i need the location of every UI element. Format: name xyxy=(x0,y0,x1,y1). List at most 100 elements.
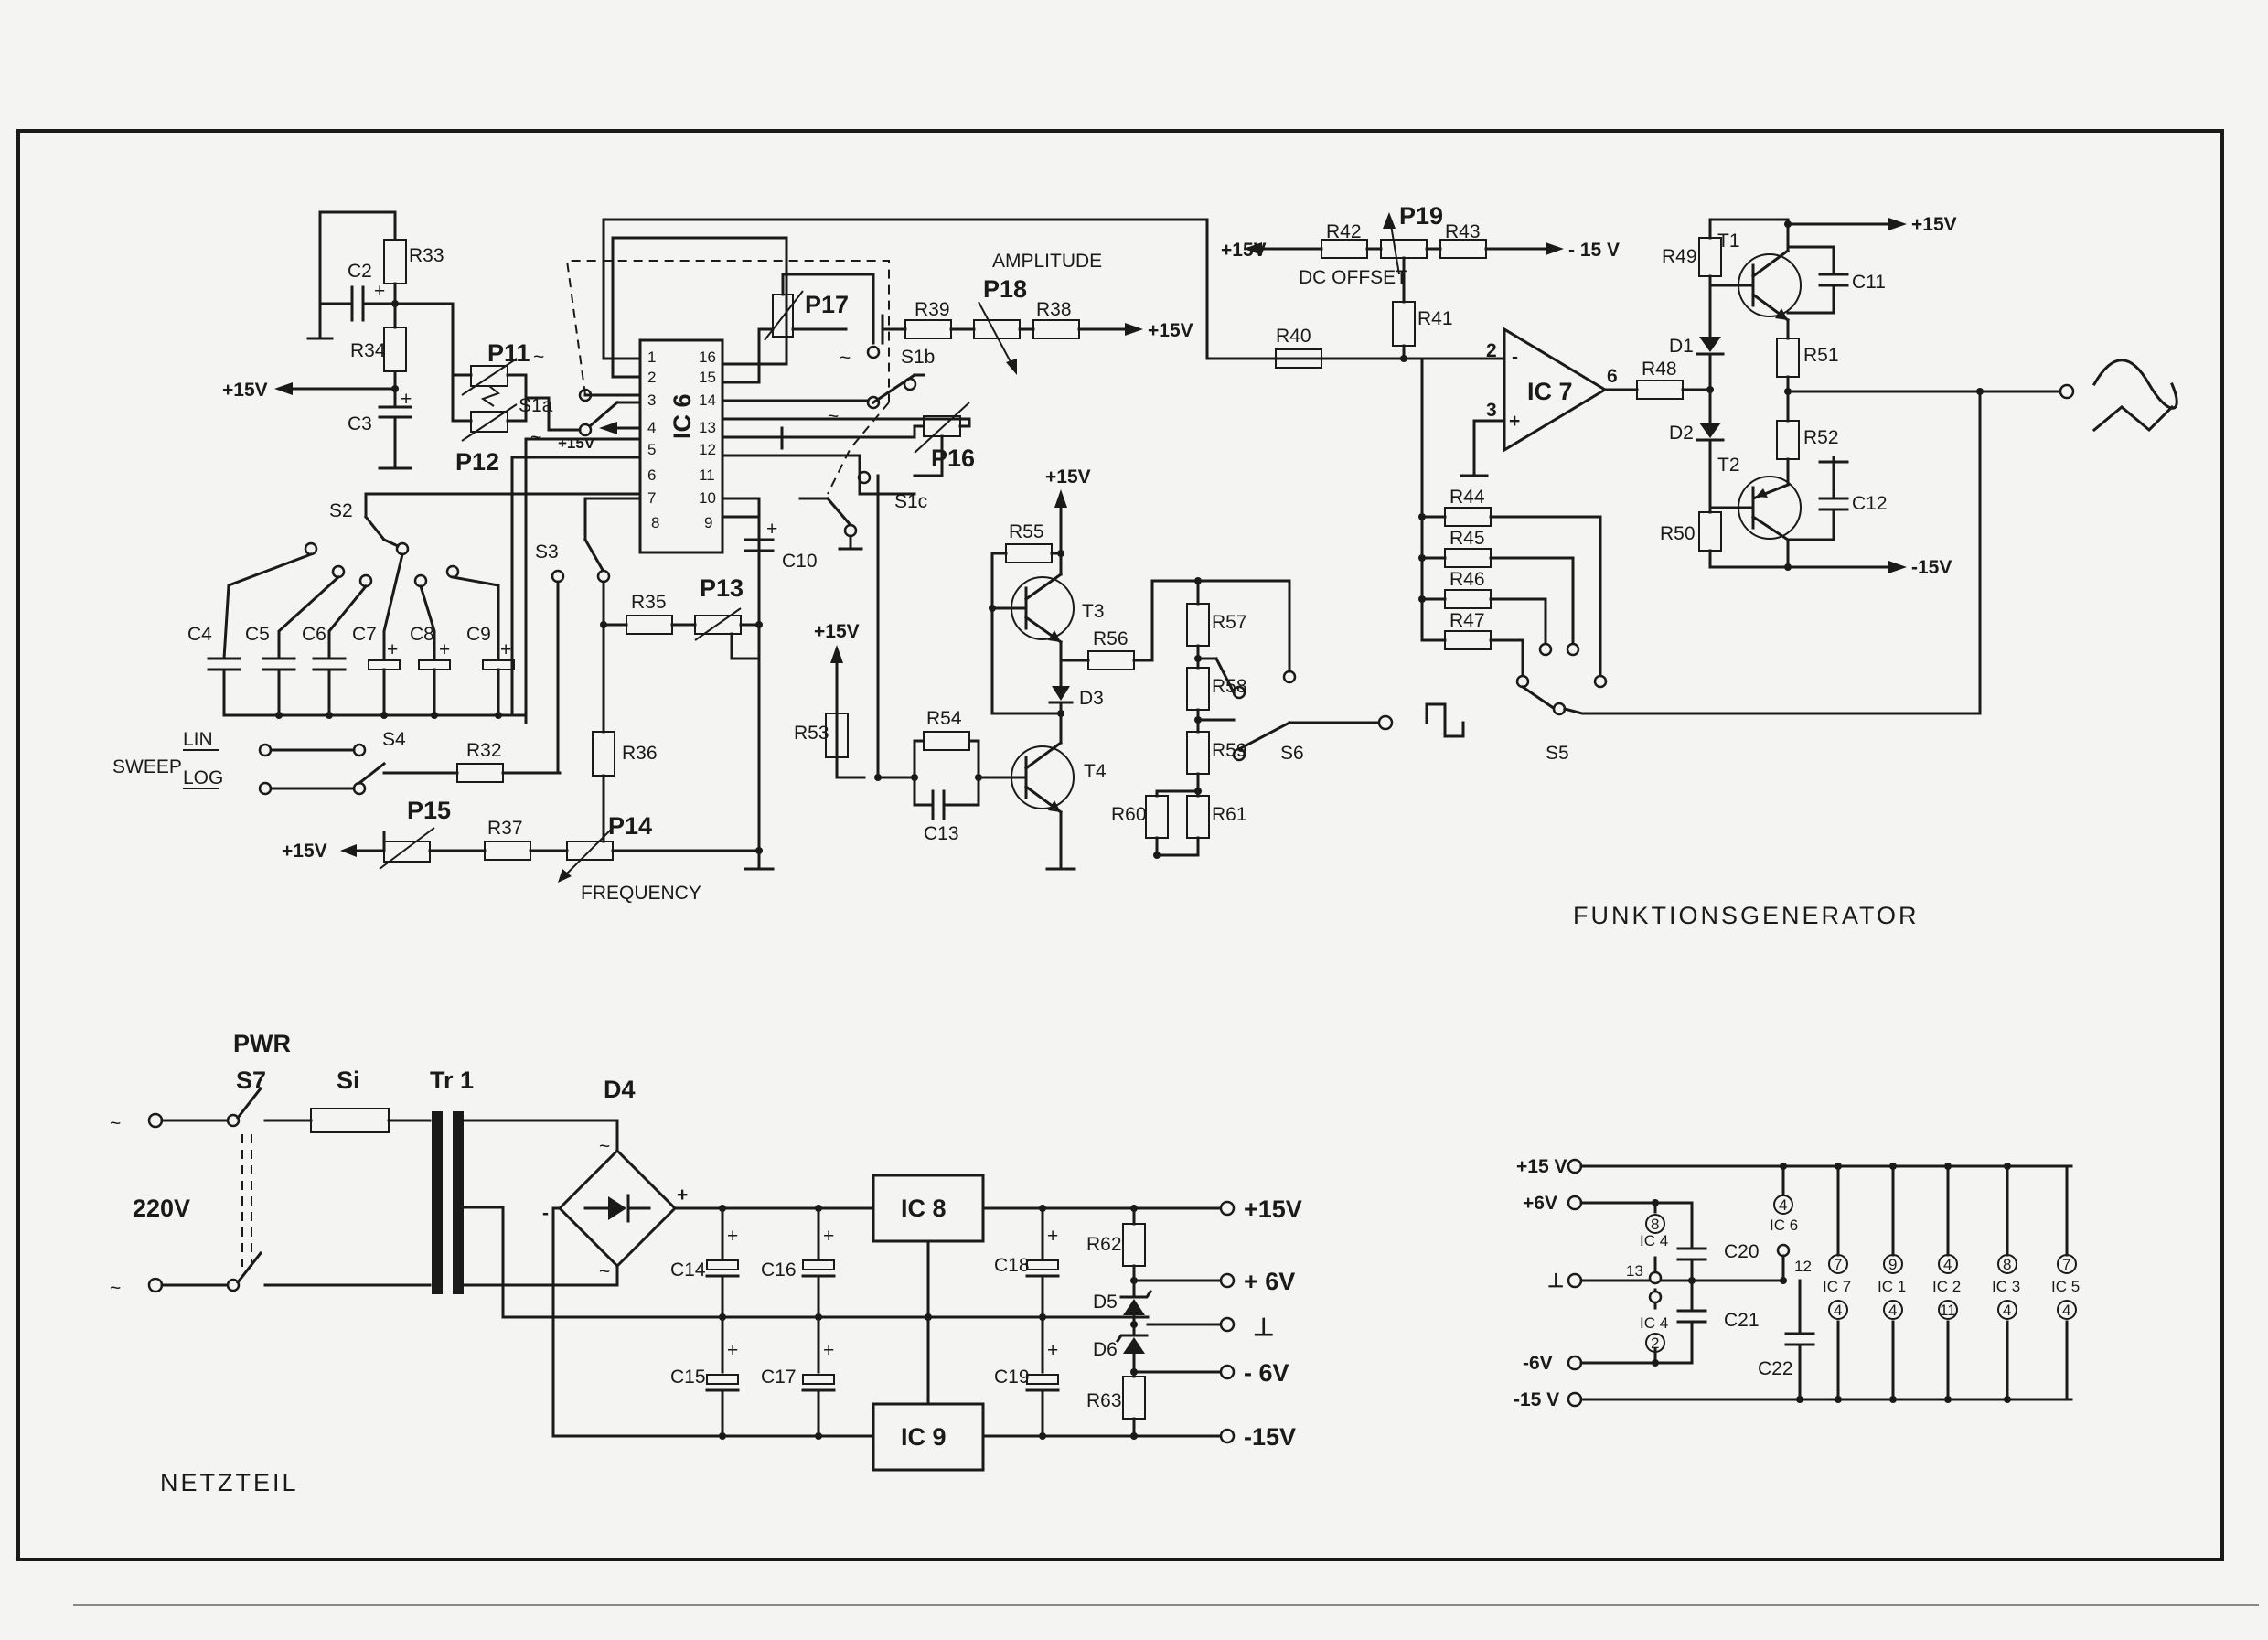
transformer-secondary xyxy=(453,1111,464,1294)
resistor-r32 xyxy=(456,763,504,783)
decoupling-m15: -15 V xyxy=(1514,1389,1559,1410)
col2-bottom-pin: 4 xyxy=(1888,1302,1897,1319)
label-p19: P19 xyxy=(1399,202,1443,230)
output-stage xyxy=(1696,218,2178,573)
trimmer-p15 xyxy=(383,841,431,863)
resistor-r53 xyxy=(825,713,849,758)
label-r38: R38 xyxy=(1036,299,1072,320)
label-c8: C8 xyxy=(410,624,434,645)
resistor-r44 xyxy=(1444,507,1492,527)
label-c16: C16 xyxy=(761,1259,797,1281)
label-p18: P18 xyxy=(983,275,1027,303)
col3-bottom-pin: 11 xyxy=(1940,1302,1956,1319)
label-ic7: IC 7 xyxy=(1527,378,1573,405)
mains-tilde-bottom: ~ xyxy=(110,1278,121,1299)
col2-ic: IC 1 xyxy=(1878,1278,1906,1295)
psu-output-m15: -15V xyxy=(1244,1423,1296,1451)
label-pwr: PWR xyxy=(233,1030,291,1057)
c17-plus: + xyxy=(823,1340,834,1361)
resistor-r36 xyxy=(592,731,615,777)
amplitude-chain xyxy=(757,273,1143,384)
bridge-minus: - xyxy=(542,1203,549,1224)
resistor-r37 xyxy=(484,841,531,861)
label-s1a: S1a xyxy=(519,395,553,416)
resistor-r46 xyxy=(1444,589,1492,609)
label-s3: S3 xyxy=(535,541,559,563)
col4-ic: IC 3 xyxy=(1992,1278,2020,1295)
col4-top-pin: 8 xyxy=(2003,1256,2011,1273)
transistor-t4 xyxy=(1011,745,1075,809)
resistor-r34 xyxy=(383,327,407,372)
label-r50: R50 xyxy=(1660,523,1696,544)
ic6-pin-8: 8 xyxy=(651,514,659,531)
sweep-lin-label: LIN xyxy=(183,729,213,750)
label-c20: C20 xyxy=(1724,1241,1760,1262)
resistor-r58 xyxy=(1186,667,1210,711)
switch-s4-sweep[interactable] xyxy=(258,743,560,796)
ic6-pin-10: 10 xyxy=(699,489,716,507)
ic6-pin-9: 9 xyxy=(704,514,712,531)
switch-s5[interactable] xyxy=(1514,636,1610,723)
frequency-network xyxy=(340,497,775,883)
col1-ic: IC 7 xyxy=(1823,1278,1851,1295)
ic6-pin-16: 16 xyxy=(699,348,716,366)
label-p17: P17 xyxy=(805,291,849,318)
supply-label-p15-r42: +15V xyxy=(1221,240,1267,261)
power-switch-s7[interactable] xyxy=(224,1079,265,1299)
trimmer-p16 xyxy=(780,402,971,477)
label-p11: P11 xyxy=(487,339,530,367)
label-c3-plus: + xyxy=(401,389,412,410)
sweep-label: SWEEP xyxy=(112,756,182,777)
label-ic8: IC 8 xyxy=(901,1195,947,1222)
switch-s1b[interactable] xyxy=(866,345,925,410)
transformer-primary xyxy=(432,1111,443,1294)
label-r62: R62 xyxy=(1086,1234,1122,1255)
resistor-r62 xyxy=(1122,1223,1146,1267)
switch-s2[interactable] xyxy=(304,492,642,588)
label-r34: R34 xyxy=(350,340,386,361)
label-s5: S5 xyxy=(1546,743,1569,764)
resistor-r57 xyxy=(1186,603,1210,647)
label-s4: S4 xyxy=(382,729,406,750)
label-r45: R45 xyxy=(1450,528,1485,549)
label-c14: C14 xyxy=(670,1259,706,1281)
label-p12: P12 xyxy=(455,448,499,476)
ic4-pin-top: 8 xyxy=(1651,1216,1659,1233)
c19-plus: + xyxy=(1047,1340,1058,1361)
label-r36: R36 xyxy=(622,743,658,764)
label-r48: R48 xyxy=(1642,359,1677,380)
label-t4: T4 xyxy=(1084,761,1107,782)
switch-s6[interactable] xyxy=(1234,686,1294,759)
ic6-pin-6: 6 xyxy=(647,466,656,484)
label-r61: R61 xyxy=(1212,804,1247,825)
label-r41: R41 xyxy=(1418,308,1453,329)
supply-label-p15-r38: +15V xyxy=(1148,320,1193,341)
section-title-psu: NETZTEIL xyxy=(160,1469,299,1496)
label-r59: R59 xyxy=(1212,740,1247,761)
c16-plus: + xyxy=(823,1226,834,1247)
supply-label-p15-t1: +15V xyxy=(1911,214,1957,235)
supply-label-p15-pin4: +15V xyxy=(558,434,595,452)
label-r60: R60 xyxy=(1111,804,1147,825)
psu-output-p6: + 6V xyxy=(1244,1268,1295,1295)
resistor-r48 xyxy=(1636,380,1684,400)
c14-plus: + xyxy=(727,1226,738,1247)
resistor-r38 xyxy=(1032,319,1080,339)
label-d3: D3 xyxy=(1079,688,1104,709)
trimmers-p11-p12 xyxy=(461,358,551,442)
col2-top-pin: 9 xyxy=(1888,1256,1897,1273)
switch-s1c[interactable] xyxy=(798,454,872,551)
label-r55: R55 xyxy=(1009,521,1044,542)
label-c9-plus: + xyxy=(500,639,511,660)
label-r57: R57 xyxy=(1212,612,1247,633)
label-d4: D4 xyxy=(604,1076,636,1103)
label-r53: R53 xyxy=(794,723,829,744)
label-s6: S6 xyxy=(1280,743,1304,764)
col5-ic: IC 5 xyxy=(2051,1278,2080,1295)
supply-label-p15-t3: +15V xyxy=(1045,466,1091,488)
label-c8-plus: + xyxy=(439,639,450,660)
col1-top-pin: 7 xyxy=(1834,1256,1842,1273)
c18-plus: + xyxy=(1047,1226,1058,1247)
label-r43: R43 xyxy=(1445,221,1481,242)
resistor-r45 xyxy=(1444,548,1492,568)
